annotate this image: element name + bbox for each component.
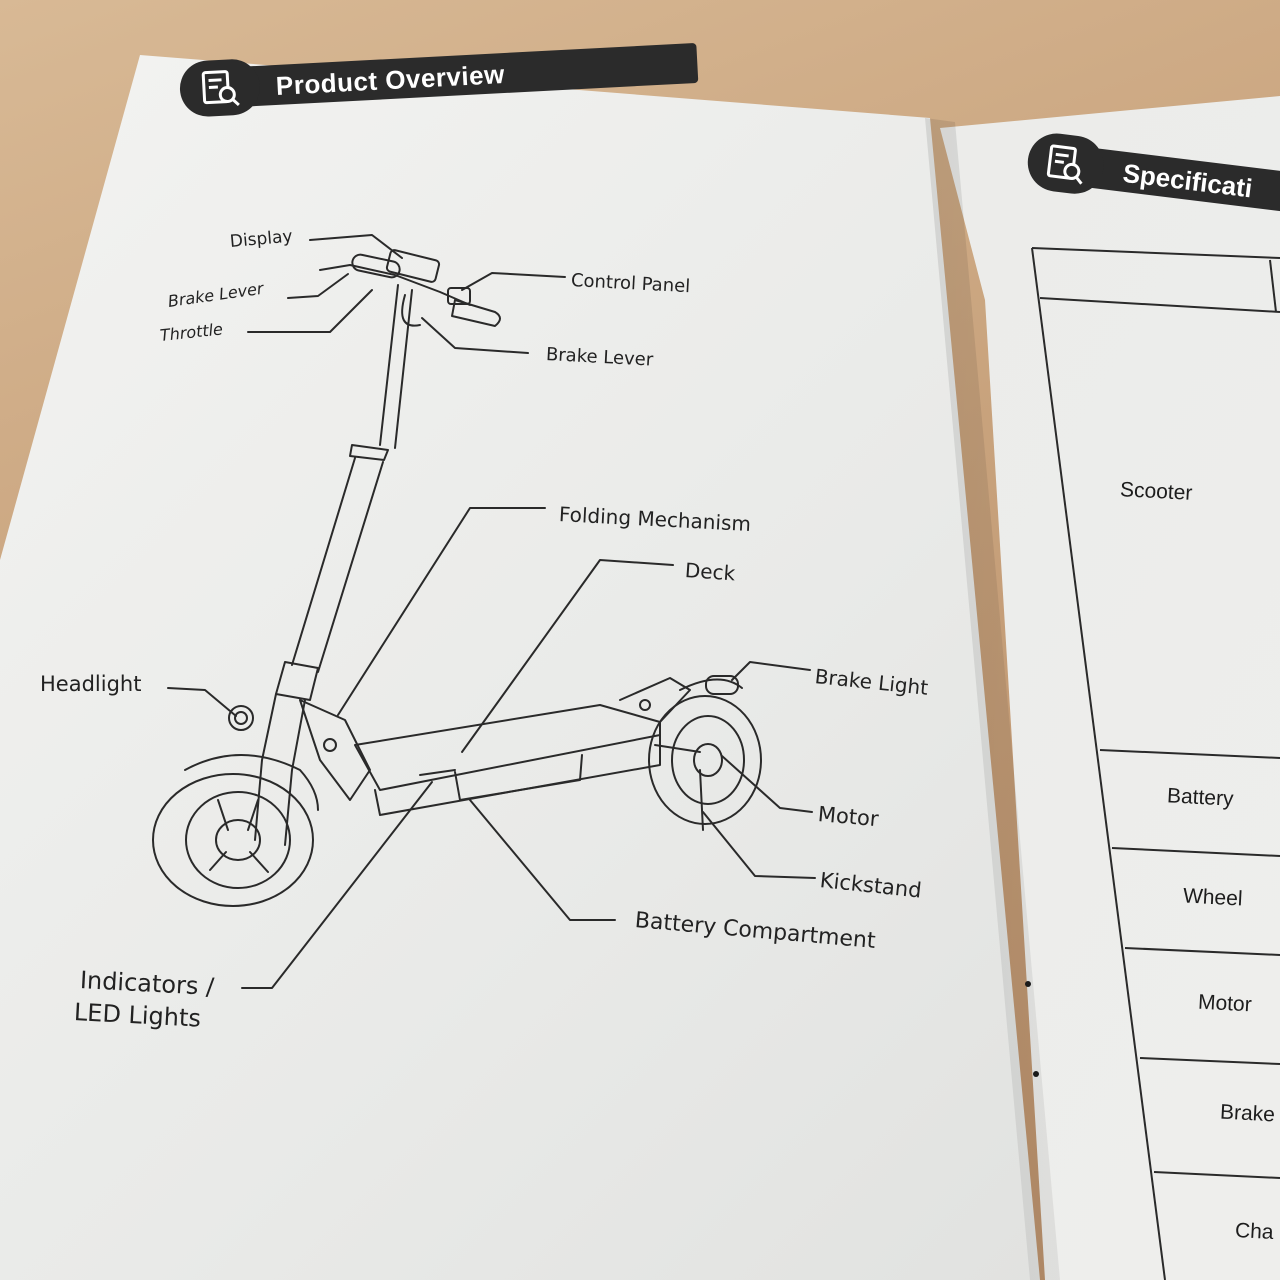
left-grip [351, 253, 401, 279]
front-fender [184, 754, 319, 811]
deck-top [354, 704, 661, 791]
manual-search-icon [1024, 130, 1107, 198]
row-rule-1 [1099, 749, 1280, 759]
rear-bolt [639, 699, 651, 711]
callout-headlight: Headlight [40, 672, 142, 696]
right-grip [451, 299, 501, 327]
rear-axle-arm [654, 744, 701, 753]
product-overview-header: Product Overview [178, 35, 701, 118]
manual-search-icon [178, 57, 262, 118]
fork-right [284, 699, 306, 846]
spec-row-battery: Battery [1166, 784, 1235, 811]
rear-hub-motor [693, 743, 723, 777]
brake-cable [401, 294, 421, 327]
front-spokes [209, 799, 269, 873]
row-rule-3 [1124, 947, 1280, 956]
stem-lower-left [291, 457, 356, 666]
stem-upper-edge [394, 289, 413, 449]
brake-light-lamp [705, 675, 739, 695]
leader-indicators [241, 781, 433, 989]
leader-kickstand [702, 811, 816, 879]
headlight-lamp [228, 705, 254, 731]
row-rule-4 [1139, 1057, 1280, 1065]
rear-tire [648, 695, 762, 825]
headlight-lens [234, 711, 248, 725]
front-tire [152, 773, 314, 907]
row-rule-5 [1153, 1171, 1280, 1179]
front-hub [215, 819, 261, 861]
table-header-divider [1269, 259, 1277, 313]
binding-staple-2 [1033, 1071, 1039, 1077]
spec-row-scooter: Scooter [1119, 478, 1193, 505]
leader-headlight [167, 687, 237, 717]
fork-left [254, 693, 277, 841]
table-left-border [1031, 247, 1166, 1280]
rear-rim [671, 715, 745, 805]
spec-row-motor: Motor [1197, 990, 1253, 1017]
stem-lower-right [317, 461, 384, 673]
display-unit [385, 249, 441, 283]
folding-joint [299, 699, 371, 801]
stem-base [275, 661, 319, 701]
battery-compartment-panel [454, 754, 583, 801]
stem-clamp [349, 444, 389, 461]
control-panel-unit [447, 287, 471, 305]
leader-deck [461, 559, 674, 753]
spec-row-charger: Cha [1234, 1219, 1275, 1244]
row-rule-2 [1111, 847, 1280, 857]
table-top-border [1031, 247, 1280, 259]
leader-brake-lever-left [287, 273, 349, 299]
leader-throttle [247, 289, 373, 333]
leader-motor [721, 755, 813, 813]
leader-control-panel [461, 272, 566, 291]
leader-folding-mechanism [337, 507, 546, 716]
stem-upper [379, 284, 399, 446]
specifications-header: Specificati [1024, 130, 1280, 224]
leader-brake-light [731, 661, 811, 681]
table-header-rule [1039, 297, 1280, 313]
indicator-strip [419, 769, 456, 776]
leader-battery-compartment [469, 799, 616, 921]
spec-row-wheel: Wheel [1182, 884, 1244, 911]
front-rim [185, 791, 291, 889]
spec-row-brake: Brake [1219, 1100, 1276, 1127]
folding-pivot [323, 738, 337, 752]
leader-display [309, 234, 403, 259]
handlebar [319, 264, 471, 306]
binding-staple-1 [1025, 981, 1031, 987]
kickstand-leg [699, 769, 704, 831]
leader-brake-lever-right [421, 317, 529, 354]
